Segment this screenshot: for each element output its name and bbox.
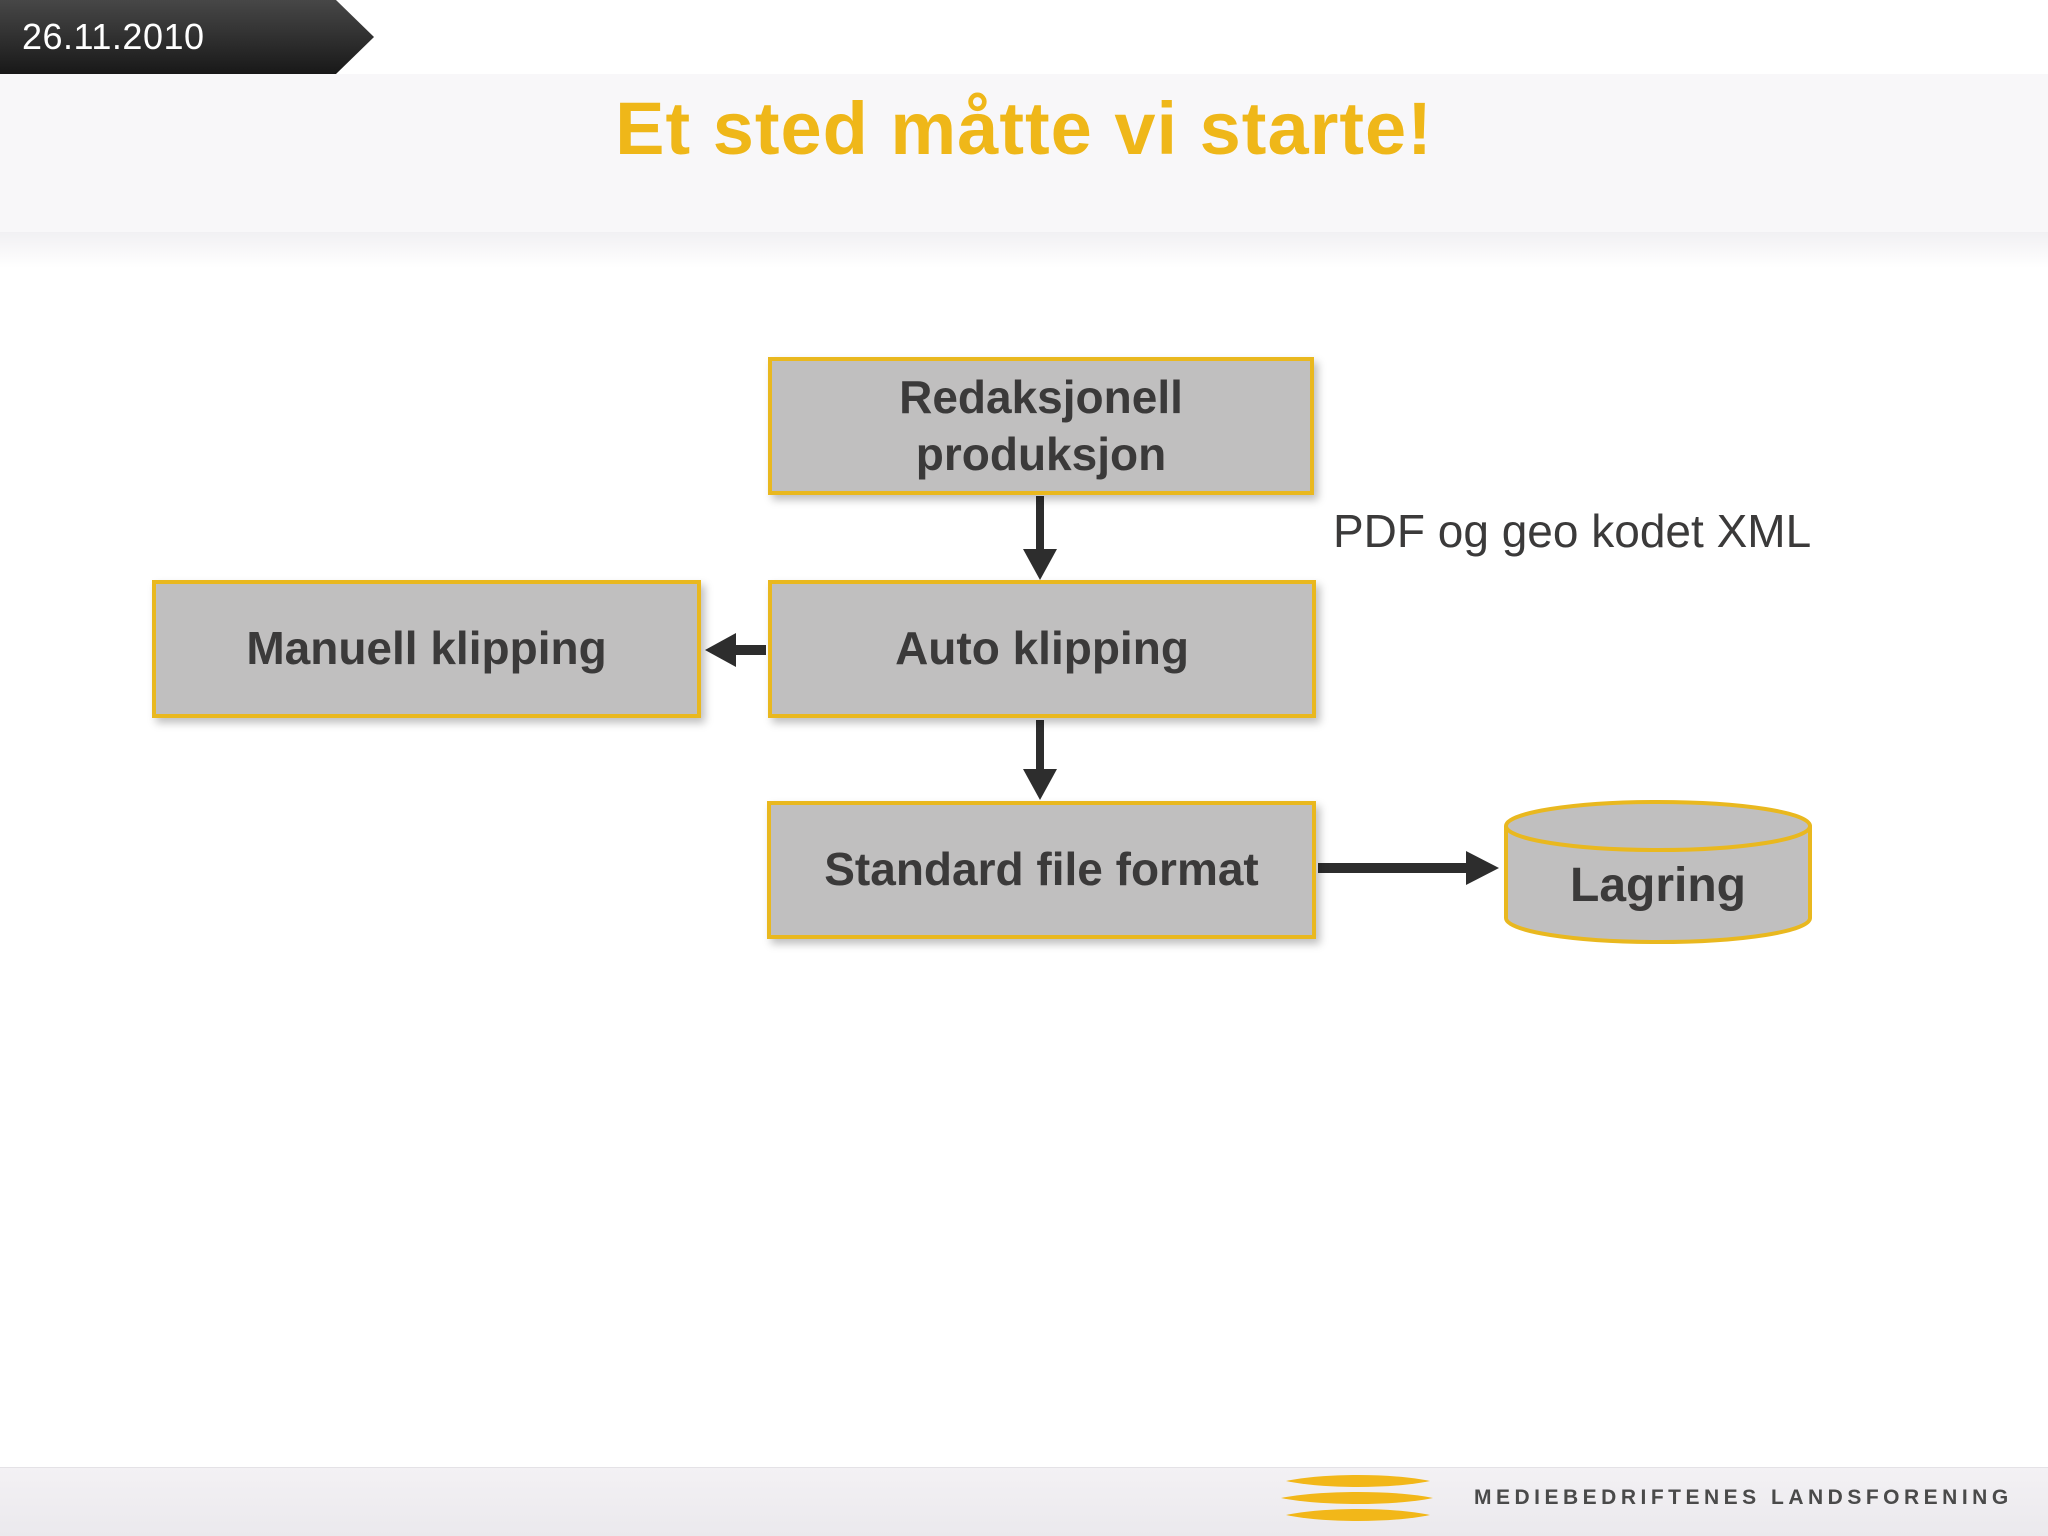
footer-bar xyxy=(0,1467,2048,1536)
arrow-standard-to-lagring xyxy=(1318,851,1499,885)
mbl-logo-icon xyxy=(1281,1475,1433,1521)
header-divider xyxy=(0,232,2048,268)
node-label: Lagring xyxy=(1570,858,1746,912)
date-text: 26.11.2010 xyxy=(22,16,205,57)
arrow-redaksjonell-to-auto xyxy=(1023,496,1057,580)
node-redaksjonell-produksjon: Redaksjonell produksjon xyxy=(768,357,1314,495)
node-label: Redaksjonell produksjon xyxy=(899,370,1183,481)
node-lagring: Lagring xyxy=(1502,842,1814,928)
node-label: Standard file format xyxy=(824,843,1259,896)
node-auto-klipping: Auto klipping xyxy=(768,580,1316,718)
footer-organization-name: MEDIEBEDRIFTENES LANDSFORENING xyxy=(1474,1486,2013,1509)
annotation-pdf-xml: PDF og geo kodet XML xyxy=(1333,505,1812,557)
header-band xyxy=(0,74,2048,232)
arrow-auto-to-standard xyxy=(1023,720,1057,800)
node-label: Manuell klipping xyxy=(246,622,607,675)
slide-title: Et sted måtte vi starte! xyxy=(615,87,1433,170)
node-manuell-klipping: Manuell klipping xyxy=(152,580,701,718)
node-label: Auto klipping xyxy=(895,622,1189,675)
date-ribbon: 26.11.2010 xyxy=(0,0,374,74)
node-standard-file-format: Standard file format xyxy=(767,801,1316,939)
lagring-cylinder-shape xyxy=(1504,800,1812,944)
arrow-auto-to-manuell xyxy=(705,633,766,667)
